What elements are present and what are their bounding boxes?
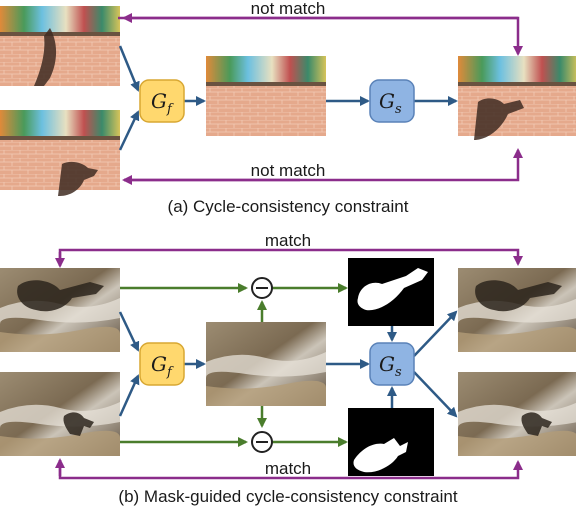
shadow-free-image-a [206, 56, 326, 136]
arrow-in1-to-gf-b [118, 311, 140, 352]
output-shadow-image-b1 [458, 268, 576, 352]
output-shadow-image-a [458, 56, 576, 140]
output-shadow-image-b2 [458, 372, 576, 456]
arrow-in2-to-gf-a [118, 110, 140, 151]
subtract-node-top [251, 277, 273, 299]
caption-b: (b) Mask-guided cycle-consistency constr… [118, 487, 457, 506]
generator-gf-a: Gf [139, 79, 185, 123]
panel-a: Gf Gs not match not match (a) Cycle-cons… [0, 0, 576, 216]
arrow-gs-to-out2-b [413, 371, 458, 418]
label-match-top: match [265, 231, 311, 250]
label-match-bottom: match [265, 459, 311, 478]
mask-image-top [348, 258, 434, 326]
cycle-arrow-top-a [118, 16, 523, 56]
arrow-in1-to-gf-a [118, 45, 140, 92]
input-image-shadow-a1 [0, 6, 120, 86]
generator-gf-b: Gf [139, 342, 185, 386]
generator-gs-a: Gs [369, 79, 415, 123]
svg-text:Gf: Gf [151, 352, 174, 380]
panel-b: Gf Gs match match (b) Mask-guided cycle-… [0, 231, 576, 506]
subtract-node-bottom [251, 431, 273, 453]
input-image-shadow-b2 [0, 372, 120, 456]
mask-image-bottom [348, 408, 434, 476]
shadow-free-image-b [206, 322, 326, 406]
svg-text:Gs: Gs [379, 352, 402, 380]
label-not-match-top: not match [251, 0, 326, 18]
generator-gs-b: Gs [369, 342, 415, 386]
arrow-in2-to-gf-b [118, 374, 140, 417]
input-image-shadow-a2 [0, 110, 120, 196]
cycle-arrow-top-b [58, 248, 523, 266]
arrow-gs-to-out1-b [413, 310, 458, 357]
input-image-shadow-b1 [0, 268, 120, 352]
svg-text:Gf: Gf [151, 89, 174, 117]
svg-text:Gs: Gs [379, 89, 402, 117]
caption-a: (a) Cycle-consistency constraint [168, 197, 409, 216]
label-not-match-bottom: not match [251, 161, 326, 180]
